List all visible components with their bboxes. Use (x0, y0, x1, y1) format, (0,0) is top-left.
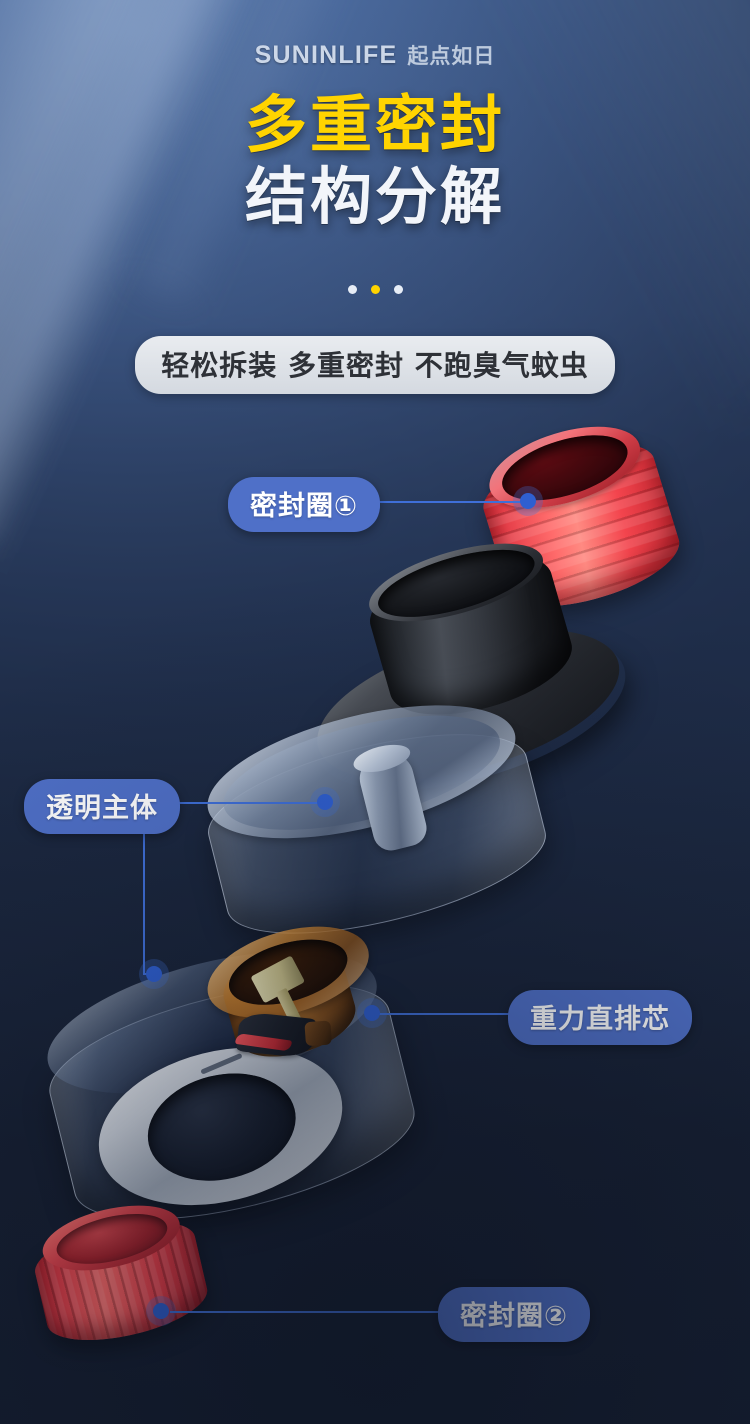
leader-knob-core (364, 1005, 380, 1021)
callout-seal-ring-1[interactable]: 密封圈① (228, 477, 380, 532)
leader-knob-seal-1 (520, 493, 536, 509)
leader-line-seal-1 (360, 501, 528, 503)
callout-transparent-body[interactable]: 透明主体 (24, 779, 180, 834)
leader-knob-body-lower (146, 966, 162, 982)
leader-line-seal-2 (170, 1311, 445, 1313)
callout-gravity-core[interactable]: 重力直排芯 (508, 990, 692, 1045)
leader-line-body-upper (160, 802, 325, 804)
leader-line-core (372, 1013, 512, 1015)
leader-knob-seal-2 (153, 1303, 169, 1319)
leader-knob-body-upper (317, 794, 333, 810)
callout-seal-ring-2[interactable]: 密封圈② (438, 1287, 590, 1342)
